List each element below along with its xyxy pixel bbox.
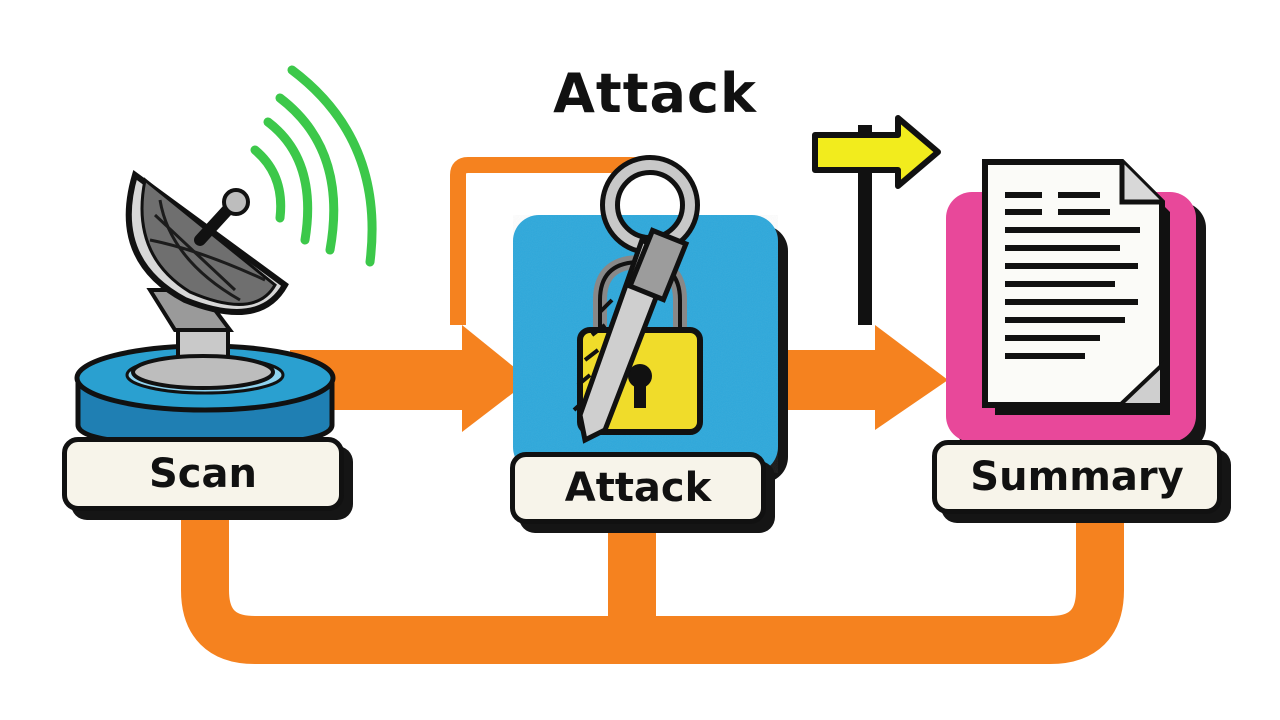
feedback-loop-center-stem bbox=[608, 520, 656, 644]
stage-label-attack: Attack bbox=[510, 452, 766, 524]
knife-key-icon bbox=[572, 155, 700, 444]
document-icon bbox=[982, 159, 1170, 415]
stage-label-scan: Scan bbox=[62, 437, 344, 511]
arrow-attack-to-summary bbox=[770, 325, 948, 430]
diagram-title: Attack bbox=[553, 62, 757, 125]
signpost-icon bbox=[812, 115, 941, 325]
satellite-dish-icon bbox=[125, 170, 289, 390]
signal-waves-icon bbox=[250, 65, 377, 267]
retry-bracket-arrow bbox=[450, 157, 650, 325]
stage-label-summary: Summary bbox=[932, 440, 1222, 514]
